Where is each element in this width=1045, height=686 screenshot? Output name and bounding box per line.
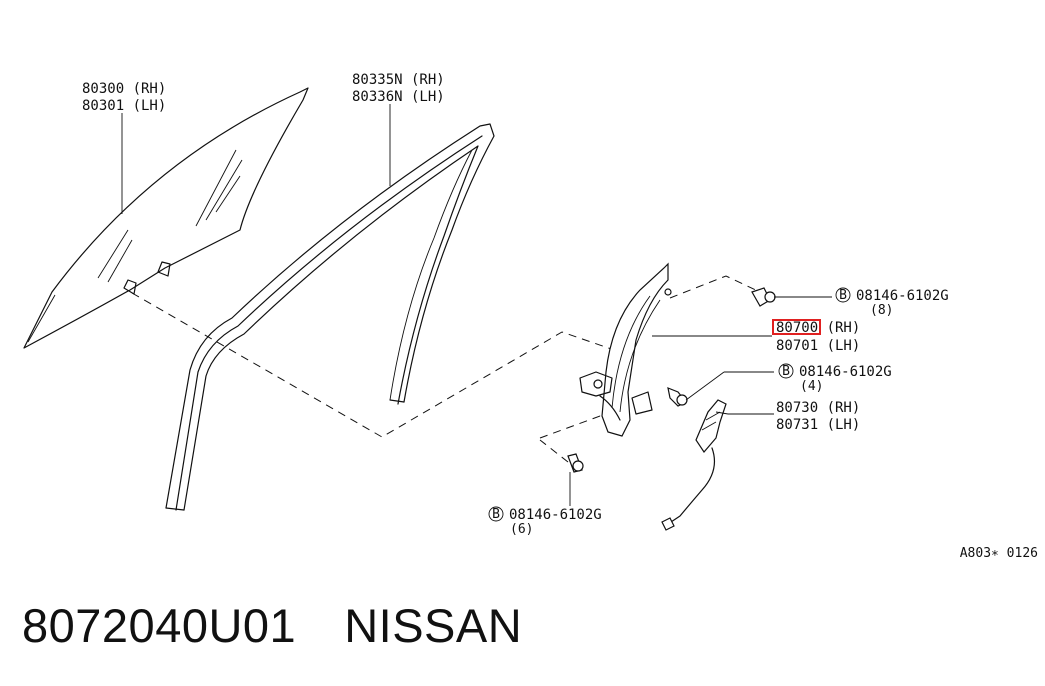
bolt-mid-marker: B: [782, 364, 790, 379]
bolt-mid-qty: (4): [800, 379, 823, 394]
bolt-top-icon: [751, 287, 776, 307]
bolt-top-part: 08146-6102G: [856, 288, 949, 304]
callout-bolt-mid: B 08146-6102G (4): [778, 363, 892, 394]
assembly-dashed-lines: [131, 275, 761, 463]
door-glass: [23, 87, 309, 349]
footer-caption: 8072040U01 NISSAN: [22, 598, 570, 653]
bolt-bottom-part: 08146-6102G: [509, 507, 602, 523]
callout-glass: 80300 (RH) 80301 (LH): [82, 81, 166, 114]
callout-motor: 80730 (RH) 80731 (LH): [776, 400, 860, 433]
bolt-bottom-marker: B: [492, 507, 500, 522]
regulator-highlight-box: [772, 319, 821, 335]
diagram-code: A803∗ 0126: [960, 546, 1038, 561]
regulator-motor: [661, 399, 727, 531]
leader-lines: [121, 104, 832, 506]
footer-part-number: 8072040U01: [22, 599, 297, 652]
callout-regulator: 80700 (RH) 80701 (LH): [772, 319, 860, 354]
bolt-bottom-qty: (6): [510, 522, 533, 537]
bolt-top-marker: B: [839, 288, 847, 303]
door-sash: [165, 123, 495, 511]
motor-label-rh: 80730 (RH): [776, 400, 860, 416]
glass-label-rh: 80300 (RH): [82, 81, 166, 97]
bolt-bottom-icon: [567, 453, 584, 473]
regulator-label-rh: 80700 (RH): [776, 320, 860, 336]
bolt-mid-icon: [667, 387, 688, 407]
sash-label-lh: 80336N (LH): [352, 89, 445, 105]
sash-label-rh: 80335N (RH): [352, 72, 445, 88]
footer-brand: NISSAN: [344, 599, 523, 652]
callout-sash: 80335N (RH) 80336N (LH): [352, 72, 445, 105]
motor-label-lh: 80731 (LH): [776, 417, 860, 433]
window-regulator: [579, 262, 672, 437]
bolt-top-qty: (8): [870, 303, 893, 318]
bolt-mid-part: 08146-6102G: [799, 364, 892, 380]
regulator-label-lh: 80701 (LH): [776, 338, 860, 354]
glass-label-lh: 80301 (LH): [82, 98, 166, 114]
callout-bolt-bottom: B 08146-6102G (6): [488, 506, 602, 537]
callout-bolt-top: B 08146-6102G (8): [835, 287, 949, 318]
